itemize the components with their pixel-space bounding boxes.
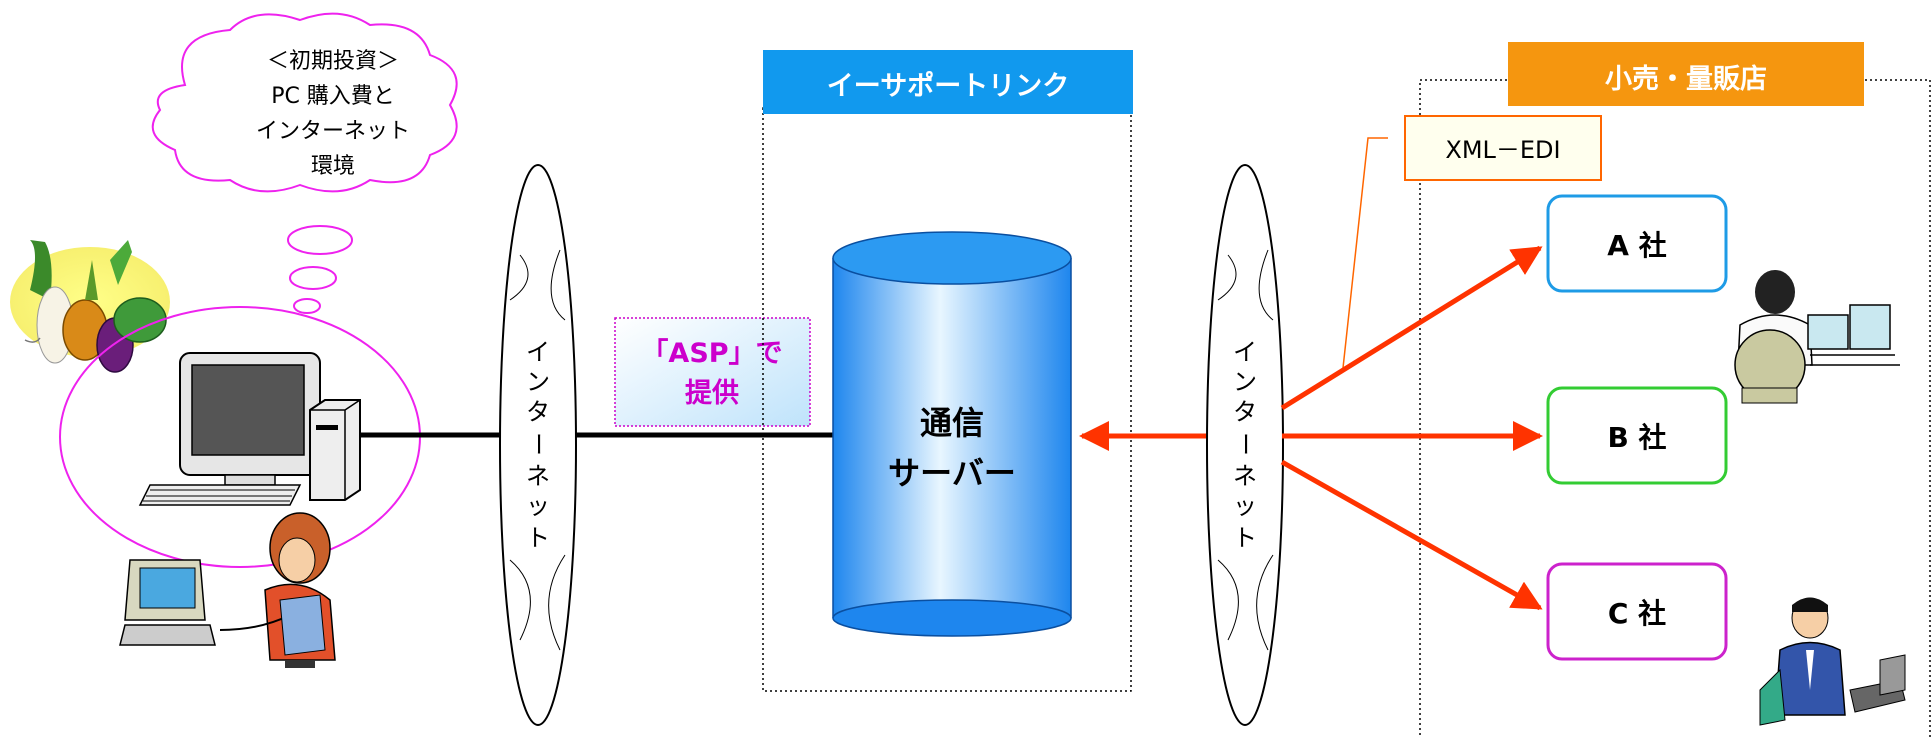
- cloud-line-2: PC 購入費と: [271, 84, 395, 109]
- retail-panel-title: 小売・量販店: [1605, 64, 1767, 95]
- internet-right-ellipse: [1206, 164, 1284, 726]
- asp-label-line-1: 「ASP」で: [641, 337, 782, 369]
- cloud-line-4: 環境: [311, 154, 355, 179]
- company-c-label: C 社: [1608, 597, 1666, 630]
- xml-edi-callout: [1404, 115, 1602, 181]
- vegetables-icon: [10, 240, 170, 373]
- center-panel-title: イーサポートリンク: [827, 71, 1069, 102]
- server-cylinder-icon: [832, 231, 1072, 637]
- internet-right-char: ッ: [1233, 492, 1257, 520]
- arrow-to-company-a: [1280, 245, 1543, 411]
- internet-left-char: イ: [526, 338, 550, 366]
- internet-right-label: イ ン タ ー ネ ッ ト: [1231, 338, 1259, 552]
- center-panel-frame: [762, 107, 1132, 692]
- internet-left-ellipse: [499, 164, 577, 726]
- xml-edi-label: XML－EDI: [1445, 136, 1560, 164]
- arrow-to-company-c: [1280, 459, 1543, 611]
- company-b-box: B 社: [1546, 386, 1728, 485]
- internet-right-char: ー: [1231, 432, 1259, 456]
- desktop-computer-icon: [138, 352, 361, 506]
- office-worker-icon: [1734, 270, 1900, 404]
- businessman-icon: [1759, 597, 1906, 726]
- internet-right-char: ネ: [1233, 462, 1257, 490]
- server-label-line-2: サーバー: [888, 454, 1016, 492]
- internet-left-char: ッ: [526, 492, 550, 520]
- server-label-line-1: 通信: [920, 404, 984, 442]
- asp-label-line-2: 提供: [685, 378, 739, 409]
- internet-left-char: ネ: [526, 462, 550, 490]
- xml-edi-callout-pointer: [1342, 137, 1388, 369]
- company-b-label: B 社: [1607, 421, 1666, 454]
- operator-woman-icon: [119, 512, 336, 668]
- retail-panel-header: [1508, 42, 1864, 106]
- asp-label-box: 「ASP」で 提供: [614, 317, 811, 427]
- internet-right-char: タ: [1233, 398, 1257, 426]
- internet-right-char: イ: [1233, 338, 1257, 366]
- internet-left-label: イ ン タ ー ネ ッ ト: [524, 338, 552, 552]
- cloud-line-1: ＜初期投資＞: [267, 49, 399, 74]
- cloud-line-3: インターネット: [256, 119, 410, 144]
- internet-right-char: ト: [1233, 524, 1257, 552]
- internet-right-char: ン: [1233, 368, 1257, 396]
- internet-left-char: タ: [526, 398, 550, 426]
- thought-cloud: ＜初期投資＞ PC 購入費と インターネット 環境: [151, 12, 458, 314]
- internet-left-char: ン: [526, 368, 550, 396]
- company-a-box: A 社: [1546, 194, 1728, 293]
- internet-left-char: ト: [526, 524, 550, 552]
- center-panel-header: [763, 50, 1133, 114]
- internet-left-char: ー: [524, 432, 552, 456]
- company-a-label: A 社: [1607, 229, 1666, 262]
- company-c-box: C 社: [1546, 562, 1728, 661]
